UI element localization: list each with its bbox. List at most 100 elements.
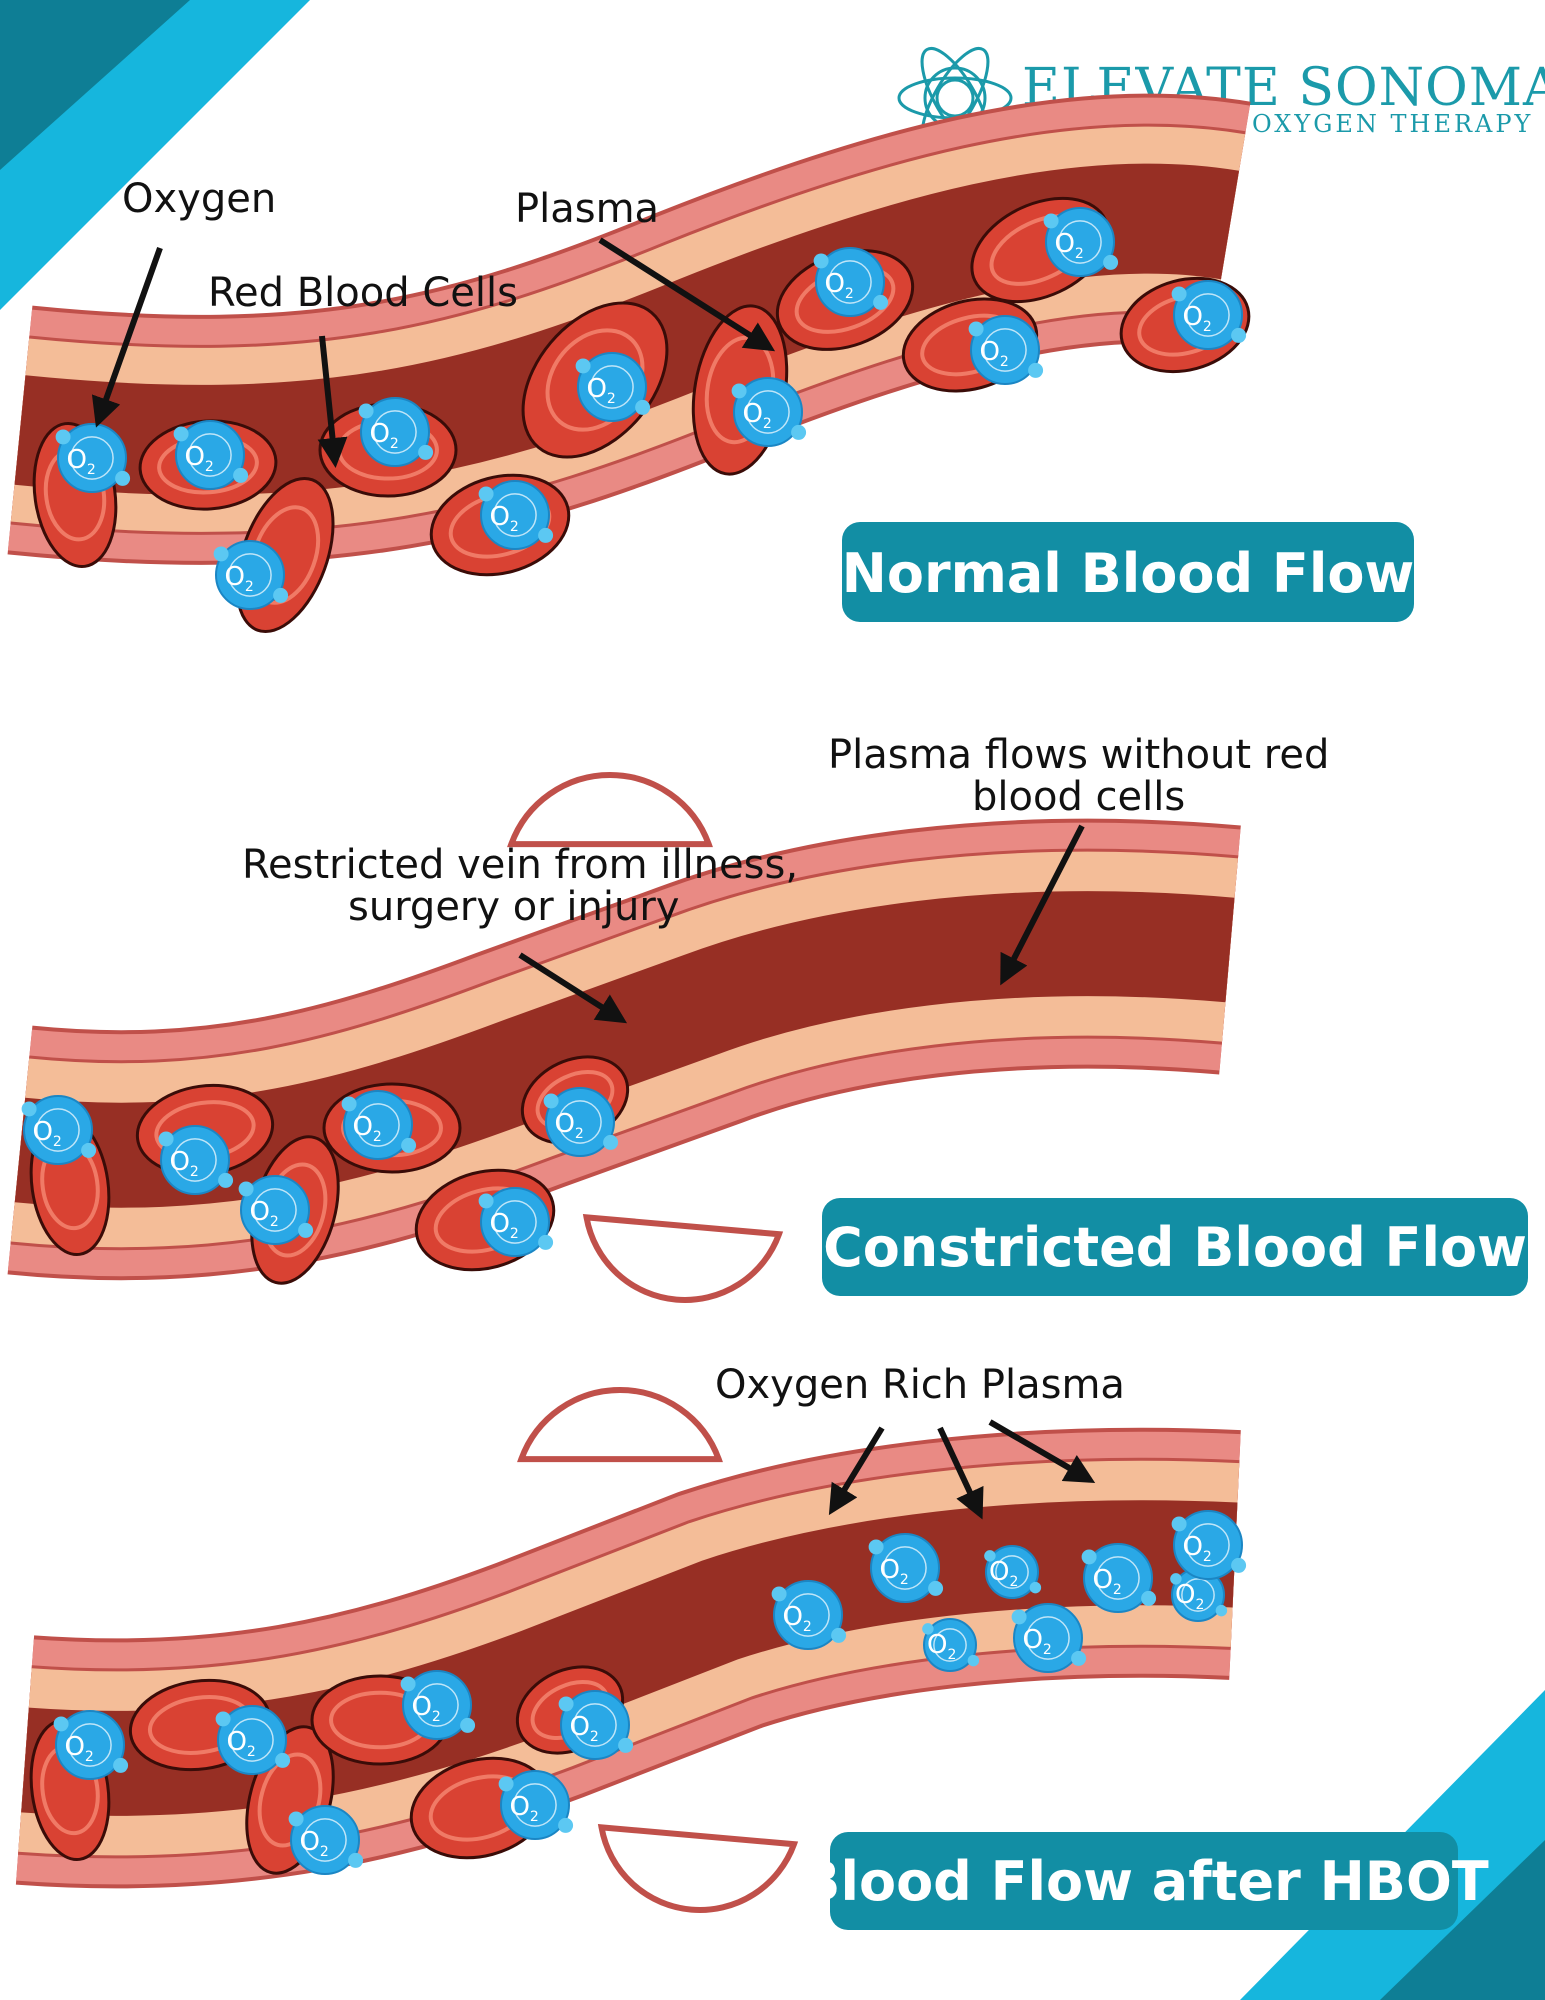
oxygen-label-main: O [1182,1532,1202,1562]
oxygen-molecule-icon: O2 [478,480,554,550]
label-red-blood-cells: Red Blood Cells [208,270,518,316]
oxygen-label: O2 [1022,1625,1051,1658]
oxygen-label: O2 [509,1792,538,1825]
normal-annotations: Oxygen Red Blood Cells Plasma [91,176,776,468]
constricted-annotations: Plasma flows without red blood cells Res… [242,732,1329,1024]
oxygen-label-main: O [224,562,244,592]
oxygen-label-main: O [1092,1565,1112,1595]
oxygen-label-sub: 2 [432,1709,441,1725]
badge-hbot-label: Blood Flow after HBOT [799,1850,1489,1913]
hbot-annotations: Oxygen Rich Plasma [715,1362,1125,1520]
oxygen-molecule-icon: O2 [1043,207,1119,277]
label-restricted-line2: surgery or injury [348,884,679,930]
oxygen-molecule-icon: O2 [731,377,807,447]
oxygen-label: O2 [569,1712,598,1745]
oxygen-label: O2 [352,1112,381,1145]
oxygen-molecule-icon: O2 [968,315,1044,385]
oxygen-molecule-icon: O2 [575,352,651,422]
oxygen-label-main: O [299,1827,319,1857]
badge-constricted-label: Constricted Blood Flow [823,1216,1527,1279]
oxygen-molecule-icon: O2 [288,1805,364,1875]
oxygen-label-main: O [586,374,606,404]
oxygen-molecule-icon: O2 [238,1175,314,1245]
oxygen-label-sub: 2 [390,436,399,452]
oxygen-molecule-icon: O2 [771,1580,847,1650]
oxygen-label-main: O [169,1147,189,1177]
oxygen-label-main: O [1054,229,1074,259]
oxygen-label-main: O [489,1209,509,1239]
oxygen-label: O2 [586,374,615,407]
oxygen-label: O2 [226,1727,255,1760]
arrow-icon [518,952,628,1024]
oxygen-label: O2 [927,1630,956,1663]
oxygen-label-main: O [1175,1580,1195,1610]
oxygen-label-main: O [352,1112,372,1142]
oxygen-label: O2 [169,1147,198,1180]
oxygen-label: O2 [824,269,853,302]
oxygen-molecule-icon: O2 [1011,1603,1087,1673]
oxygen-label-sub: 2 [900,1572,909,1588]
oxygen-label-main: O [742,399,762,429]
oxygen-label-sub: 2 [1075,246,1084,262]
oxygen-label-sub: 2 [85,1749,94,1765]
oxygen-label-sub: 2 [530,1809,539,1825]
oxygen-molecule-icon: O2 [341,1090,417,1160]
arrow-icon [1000,824,1085,986]
oxygen-label-main: O [1022,1625,1042,1655]
oxygen-label-sub: 2 [87,462,96,478]
oxygen-label-sub: 2 [1009,1574,1018,1590]
oxygen-label-main: O [569,1712,589,1742]
oxygen-label: O2 [989,1557,1018,1590]
oxygen-label-main: O [249,1197,269,1227]
oxygen-label: O2 [66,445,95,478]
oxygen-label: O2 [64,1732,93,1765]
oxygen-label-main: O [369,419,389,449]
oxygen-molecule-icon: O2 [215,1705,291,1775]
oxygen-label-sub: 2 [205,459,214,475]
arrow-icon [937,1426,984,1520]
oxygen-label-main: O [927,1630,947,1660]
oxygen-molecule-icon: O2 [984,1545,1042,1599]
oxygen-label-main: O [226,1727,246,1757]
oxygen-molecule-icon: O2 [558,1690,634,1760]
oxygen-label: O2 [554,1109,583,1142]
oxygen-label-main: O [411,1692,431,1722]
oxygen-molecule-icon: O2 [1171,1510,1247,1580]
oxygen-label-main: O [989,1557,1009,1587]
oxygen-label-sub: 2 [1195,1597,1204,1613]
oxygen-molecule-icon: O2 [1171,280,1247,350]
oxygen-label-main: O [979,337,999,367]
oxygen-label: O2 [489,1209,518,1242]
oxygen-molecule-icon: O2 [813,247,889,317]
oxygen-label-sub: 2 [373,1129,382,1145]
badge-normal-label: Normal Blood Flow [842,542,1415,605]
oxygen-label-sub: 2 [845,286,854,302]
oxygen-molecule-icon: O2 [498,1770,574,1840]
oxygen-label-main: O [32,1117,52,1147]
oxygen-label-sub: 2 [763,416,772,432]
arrow-icon [828,1426,885,1516]
oxygen-molecule-icon: O2 [53,1710,129,1780]
oxygen-molecule-icon: O2 [1170,1568,1228,1622]
oxygen-molecule-icon: O2 [158,1125,234,1195]
oxygen-label: O2 [32,1117,61,1150]
oxygen-label: O2 [299,1827,328,1860]
oxygen-label-sub: 2 [53,1134,62,1150]
oxygen-label-main: O [554,1109,574,1139]
oxygen-label: O2 [742,399,771,432]
oxygen-label: O2 [184,442,213,475]
corner-accent-top-left [0,0,310,310]
badge-normal: Normal Blood Flow [842,522,1415,622]
oxygen-molecule-icon: O2 [478,1187,554,1257]
oxygen-label-sub: 2 [510,519,519,535]
oxygen-molecule-icon: O2 [543,1087,619,1157]
badge-hbot: Blood Flow after HBOT [799,1832,1489,1930]
label-restricted-line1: Restricted vein from illness, [242,842,798,888]
label-plasma: Plasma [515,186,659,232]
oxygen-label-main: O [64,1732,84,1762]
oxygen-label-sub: 2 [320,1844,329,1860]
oxygen-label-sub: 2 [947,1647,956,1663]
oxygen-label-sub: 2 [607,391,616,407]
oxygen-label: O2 [782,1602,811,1635]
